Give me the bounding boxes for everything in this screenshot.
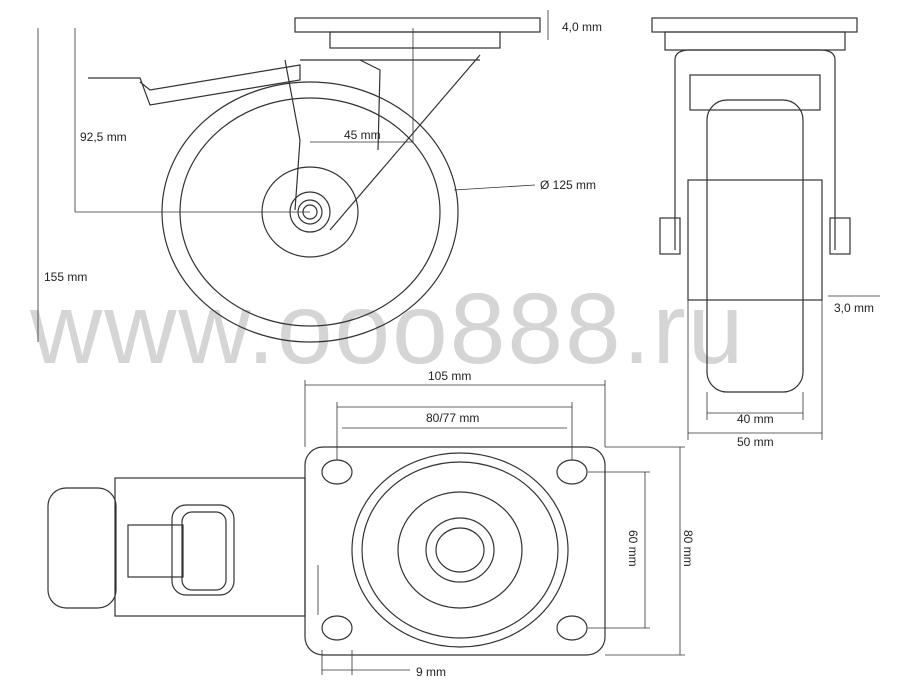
hole-spacing-long-label: 80/77 mm <box>426 411 480 425</box>
watermark: www.ooo888.ru <box>30 273 746 385</box>
brake-pedal <box>47 487 117 609</box>
swivel-offset-label: 45 mm <box>344 128 381 142</box>
hole-spacing-short-label: 60 mm <box>626 530 640 567</box>
side-gap-label: 3,0 mm <box>834 301 875 315</box>
bolt-hole <box>556 459 588 485</box>
plate-length-label: 105 mm <box>428 369 472 383</box>
side-view <box>37 10 549 343</box>
front-view <box>651 17 880 440</box>
top-plate-side <box>294 17 541 33</box>
bolt-hole <box>556 615 588 641</box>
plate-thickness-label: 4,0 mm <box>562 20 603 34</box>
total-height-label: 155 mm <box>44 270 88 284</box>
wheel-width-label: 40 mm <box>737 412 774 426</box>
wheel-diameter-label: Ø 125 mm <box>540 178 597 192</box>
top-view <box>47 380 685 675</box>
plate-width-label: 80 mm <box>681 530 695 567</box>
axle-height-label: 92,5 mm <box>80 130 127 144</box>
hole-diameter-label: 9 mm <box>416 665 446 679</box>
wheel-front <box>706 99 804 393</box>
fork-width-label: 50 mm <box>737 435 774 449</box>
bolt-hole <box>321 459 353 485</box>
bolt-hole <box>321 615 353 641</box>
